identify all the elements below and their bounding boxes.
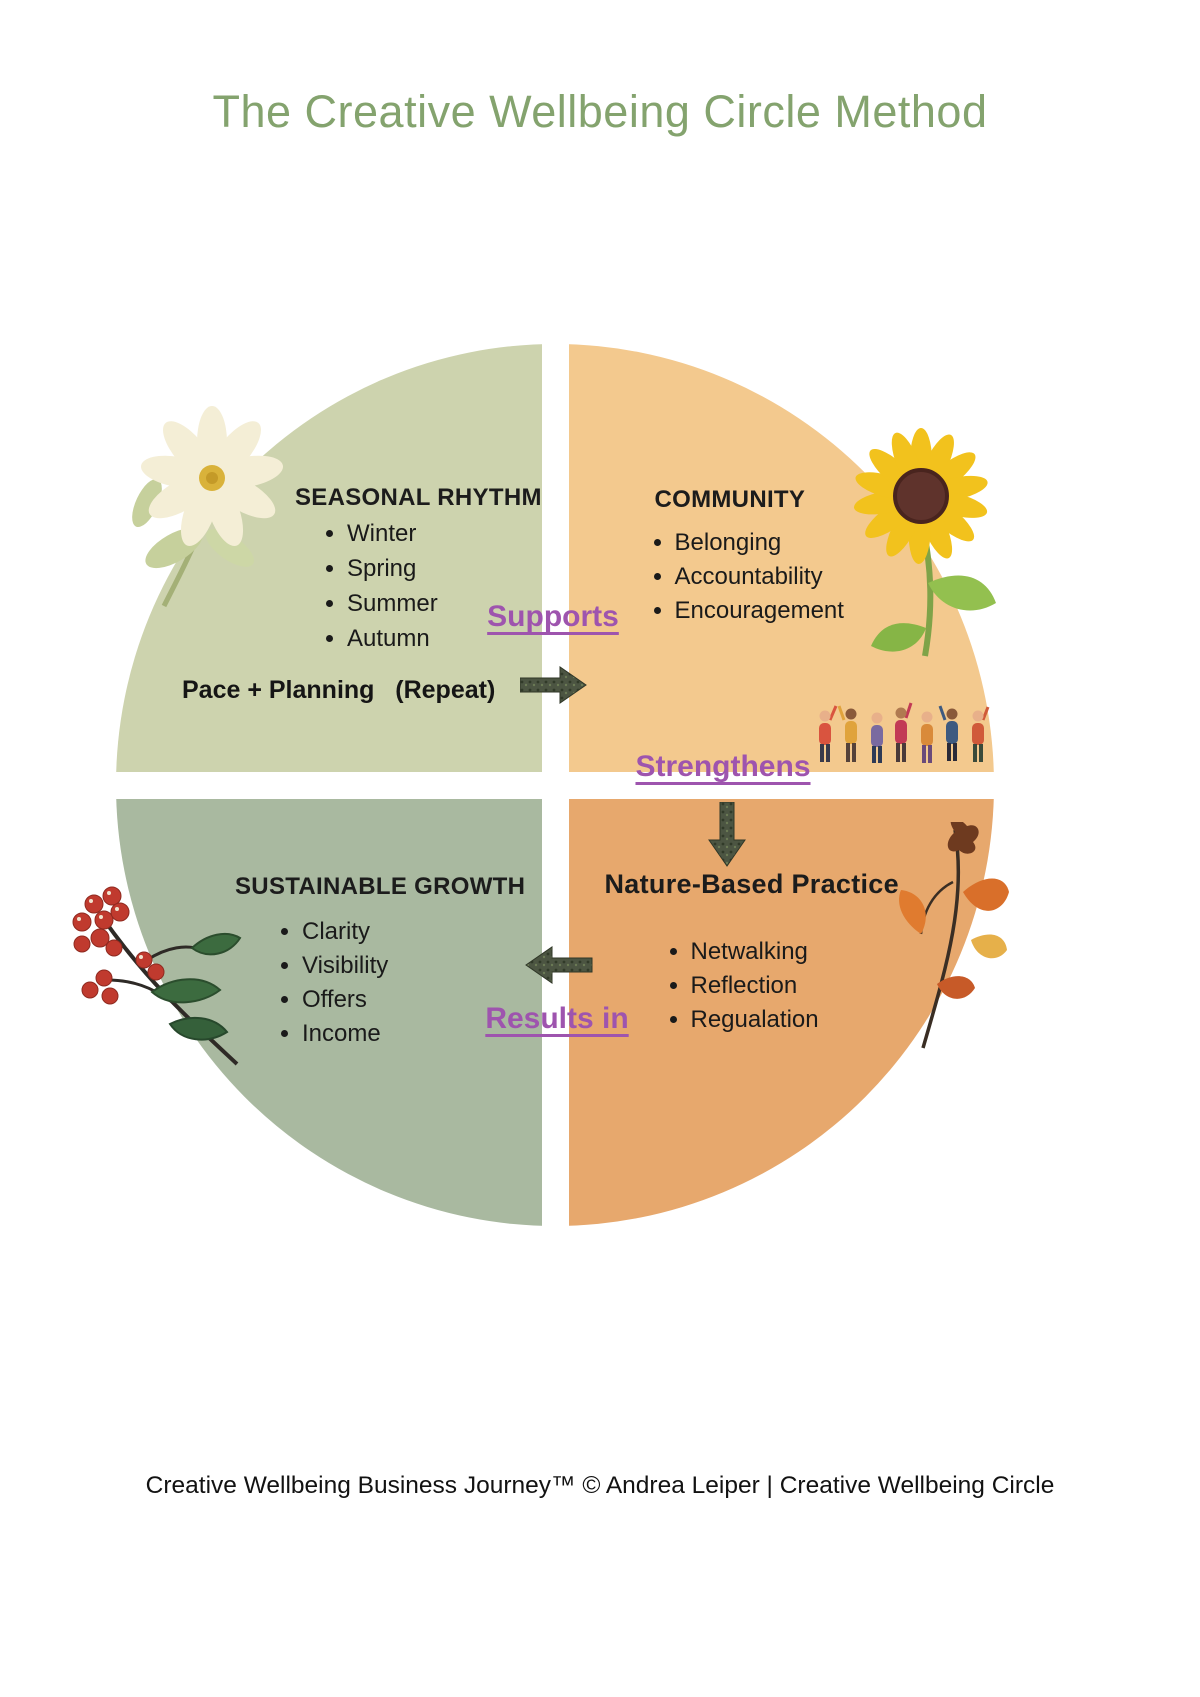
method-circle: SEASONAL RHYTHM Winter Spring Summer Aut…	[116, 344, 994, 1226]
pace-planning-note: Pace + Planning (Repeat)	[182, 676, 496, 704]
list-item: Clarity	[302, 915, 388, 949]
list-item: Winter	[347, 516, 438, 551]
seasonal-rhythm-list: Winter Spring Summer Autumn	[323, 516, 438, 656]
list-item: Autumn	[347, 621, 438, 656]
list-item: Netwalking	[691, 935, 819, 969]
quadrant-sustainable-growth: SUSTAINABLE GROWTH Clarity Visibility Of…	[116, 798, 542, 1226]
right-arrow-icon	[520, 666, 587, 704]
list-item: Summer	[347, 586, 438, 621]
sustainable-growth-list: Clarity Visibility Offers Income	[278, 915, 388, 1051]
list-item: Offers	[302, 983, 388, 1017]
community-heading: COMMUNITY	[654, 486, 806, 513]
seasonal-rhythm-heading: SEASONAL RHYTHM	[295, 484, 542, 511]
community-list: Belonging Accountability Encouragement	[649, 526, 844, 628]
strengthens-label: Strengthens	[635, 750, 811, 783]
results-in-label: Results in	[485, 1002, 629, 1035]
list-item: Reflection	[691, 969, 819, 1003]
quadrant-seasonal-rhythm: SEASONAL RHYTHM Winter Spring Summer Aut…	[116, 344, 542, 772]
list-item: Accountability	[675, 560, 844, 594]
nature-based-practice-heading: Nature-Based Practice	[604, 868, 899, 899]
down-arrow-icon	[708, 802, 746, 867]
list-item: Visibility	[302, 949, 388, 983]
list-item: Encouragement	[675, 594, 844, 628]
list-item: Regualation	[691, 1003, 819, 1037]
quadrant-community: COMMUNITY Belonging Accountability Encou…	[568, 344, 994, 772]
list-item: Belonging	[675, 526, 844, 560]
left-arrow-icon	[525, 946, 593, 984]
list-item: Spring	[347, 551, 438, 586]
nature-based-practice-list: Netwalking Reflection Regualation	[665, 935, 819, 1037]
list-item: Income	[302, 1017, 388, 1051]
supports-label: Supports	[487, 600, 619, 633]
copyright-footer: Creative Wellbeing Business Journey™ © A…	[145, 1472, 1055, 1499]
page-title: The Creative Wellbeing Circle Method	[212, 86, 988, 137]
sustainable-growth-heading: SUSTAINABLE GROWTH	[235, 872, 526, 900]
